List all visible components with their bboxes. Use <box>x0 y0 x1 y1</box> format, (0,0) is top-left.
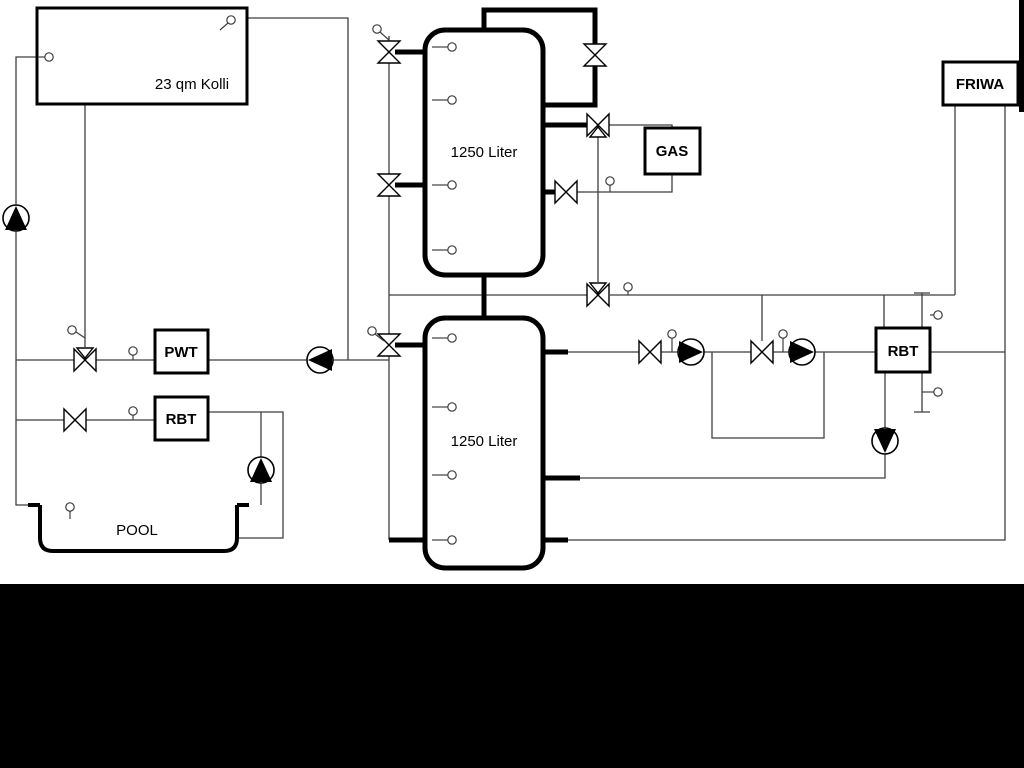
valves <box>63 40 774 433</box>
pipe-v4-port <box>543 66 598 108</box>
hydraulic-schematic: 23 qm Kolli 1250 Liter 1250 Liter GAS FR… <box>2 6 1020 571</box>
sensor-icon <box>432 535 457 545</box>
pipe-collector-riser <box>247 17 349 360</box>
pipe-under-bypass <box>711 352 825 439</box>
pipe-rbt-down-return <box>580 372 886 479</box>
thick-pipes <box>389 7 598 543</box>
three-way-valve-icon-main <box>586 282 610 308</box>
sensor-icon <box>432 180 457 190</box>
valve-icon-tank1-top <box>376 40 402 64</box>
sensor-icon <box>667 329 677 352</box>
pool-basin <box>28 503 249 553</box>
sensor-icon <box>432 402 457 412</box>
sensor-icon <box>128 346 138 360</box>
pool-label: POOL <box>116 522 158 539</box>
sensor-icon <box>922 387 943 397</box>
rbt-right-label: RBT <box>888 343 919 360</box>
buffer-tank-1 <box>422 27 546 278</box>
friwa-label: FRIWA <box>956 76 1004 93</box>
pipe-far-left <box>15 56 38 506</box>
thin-pipes <box>15 17 1006 541</box>
valve-icon-gas-return <box>554 179 578 205</box>
three-way-valve-icon-solar <box>73 347 97 373</box>
sensor-icon <box>605 176 615 192</box>
sensor-icon <box>432 42 457 52</box>
friwa-box <box>941 60 1020 107</box>
pump-icon-rbt-return <box>871 427 899 455</box>
sensor-icon <box>372 24 390 41</box>
ports-tank-left <box>389 49 425 543</box>
sensor-icon <box>367 326 385 342</box>
valve-icon-manifold <box>582 43 608 67</box>
gas-boiler-box <box>643 126 702 176</box>
sensor-icon <box>432 95 457 105</box>
rbt-left-label: RBT <box>166 411 197 428</box>
collector-label: 23 qm Kolli <box>155 76 229 93</box>
sensor-icon <box>778 329 788 352</box>
valve-icon-branch1 <box>638 339 662 365</box>
tank2-label: 1250 Liter <box>451 433 518 450</box>
pipe-gas-return <box>577 173 673 193</box>
valve-icon-rbt-left <box>63 407 87 433</box>
solar-collector-box <box>35 6 249 106</box>
sensor-icon <box>930 310 943 320</box>
letterbox-band <box>0 584 1024 768</box>
pump-icon-branch2 <box>788 338 816 366</box>
sensor-icon <box>38 52 54 62</box>
pump-icon-branch1 <box>677 338 705 366</box>
pwt-label: PWT <box>164 344 197 361</box>
pwt-box <box>153 328 210 375</box>
sensor-icon <box>219 15 236 31</box>
valve-icon-tank1-mid <box>376 173 402 197</box>
valve-icon-tank2-top <box>376 333 402 357</box>
pipe-friwa-return <box>568 105 1006 541</box>
tank1-label: 1250 Liter <box>451 144 518 161</box>
gas-label: GAS <box>656 143 689 160</box>
sensor-icon <box>432 333 457 343</box>
sensors <box>38 15 943 545</box>
right-edge-strip <box>1019 0 1024 112</box>
sensor-icon <box>432 470 457 480</box>
pump-icon-far-left <box>2 204 30 232</box>
sensor-icon <box>623 282 633 295</box>
sensor-icon <box>128 406 138 420</box>
rbt-left-box <box>153 395 210 442</box>
pump-icon-pwt <box>306 346 334 374</box>
pumps <box>2 204 899 484</box>
sensor-icon <box>432 245 457 255</box>
rbt-right-box <box>874 326 932 374</box>
sensor-icon <box>67 325 86 339</box>
valve-icon-branch2 <box>750 339 774 365</box>
sensor-icon <box>65 502 75 519</box>
ports-tank2-right <box>543 349 580 543</box>
three-way-valve-icon-gas <box>586 112 610 138</box>
pump-icon-pool <box>247 456 275 484</box>
buffer-tank-2 <box>422 315 546 571</box>
pipe-rbt-pool-loop <box>208 411 284 539</box>
pipe-top-manifold <box>481 7 598 44</box>
